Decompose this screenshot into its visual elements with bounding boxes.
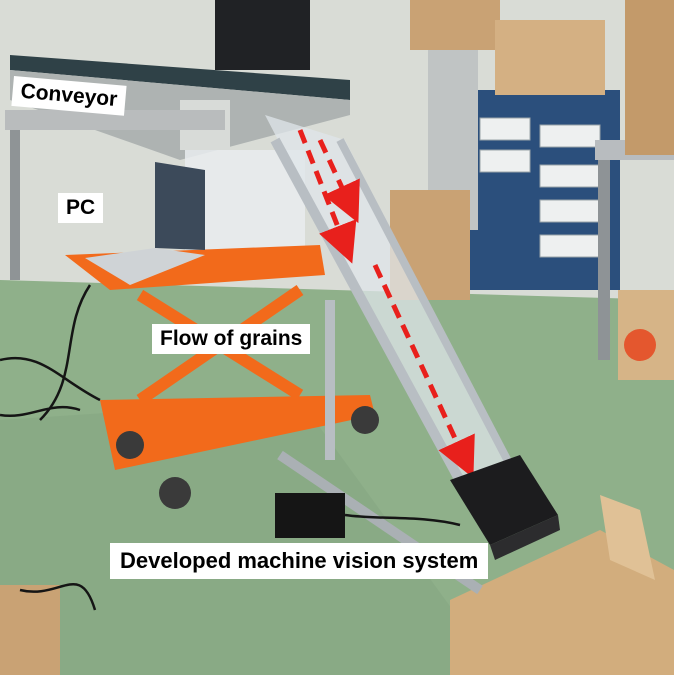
cart-wheels [116, 406, 379, 509]
flow-arrows [297, 129, 475, 479]
table-leg-left [10, 130, 20, 280]
box-top-center [410, 0, 500, 50]
conveyor-belt [10, 55, 350, 100]
machine-vision-system-label: Developed machine vision system [110, 543, 489, 579]
chute-rail-left [270, 137, 470, 493]
pc-label: PC [58, 193, 104, 223]
fruit-print [624, 329, 656, 361]
box-right-wall [625, 0, 674, 155]
flow-arrow-2 [317, 138, 360, 224]
box-top-right [495, 20, 605, 95]
cart-base [100, 395, 375, 470]
box-bottom-left [0, 585, 60, 675]
vision-box [450, 455, 558, 545]
right-table-leg [598, 160, 610, 360]
background-monitor [215, 0, 310, 70]
floor-shadow [0, 400, 500, 675]
vision-box-front [490, 515, 560, 560]
cables [0, 284, 461, 611]
flow-arrow-3 [372, 263, 475, 479]
open-box-flap [600, 495, 655, 580]
cabinet-drawers [479, 117, 601, 258]
flow-of-grains-label: Flow of grains [152, 324, 311, 354]
chute-rail-right [336, 138, 514, 467]
laptop-screen [155, 162, 205, 250]
control-box [275, 493, 345, 538]
white-table [5, 110, 225, 130]
open-box-bottom [450, 530, 674, 675]
laptop-base [85, 248, 205, 285]
